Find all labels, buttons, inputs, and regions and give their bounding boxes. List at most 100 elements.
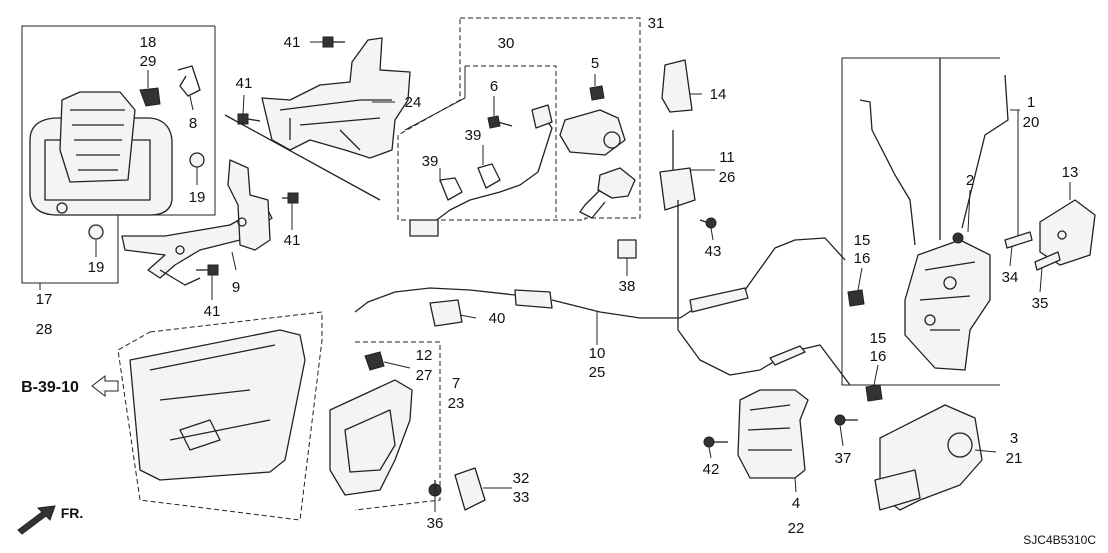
bolt-41-bottom <box>196 264 219 276</box>
label-27: 27 <box>416 367 433 384</box>
door-latch-assembly <box>904 239 991 371</box>
label-14: 14 <box>710 86 727 103</box>
label-17: 17 <box>36 291 53 308</box>
label-42: 42 <box>703 461 720 478</box>
label-15-upper: 15 <box>854 232 871 249</box>
label-19-lower: 19 <box>88 259 105 276</box>
label-41-left: 41 <box>236 75 253 92</box>
reference-arrow-icon <box>91 374 119 398</box>
group-box-3-21-frame <box>841 57 1000 386</box>
grommet-19-upper <box>189 152 205 168</box>
clip-38 <box>617 239 637 259</box>
label-22: 22 <box>788 520 805 537</box>
label-20: 20 <box>1023 114 1040 131</box>
group-box-30 <box>465 65 557 218</box>
label-8: 8 <box>189 115 197 132</box>
label-37: 37 <box>835 450 852 467</box>
clip-2 <box>952 232 964 244</box>
front-label: FR. <box>61 505 84 521</box>
front-arrow-icon <box>17 505 56 535</box>
label-10: 10 <box>589 345 606 362</box>
label-4: 4 <box>792 495 800 512</box>
label-24: 24 <box>405 94 422 111</box>
clip-40 <box>429 299 463 327</box>
clip-12-27 <box>364 351 385 371</box>
label-29: 29 <box>140 53 157 70</box>
diagram-code: SJC4B5310C <box>1023 533 1096 547</box>
label-23: 23 <box>448 395 465 412</box>
label-39-right: 39 <box>465 127 482 144</box>
door-lock-actuator-3-21 <box>874 404 983 511</box>
label-5: 5 <box>591 55 599 72</box>
label-30: 30 <box>498 35 515 52</box>
group-box-1-20 <box>1010 109 1019 241</box>
clip-8 <box>177 65 201 97</box>
grommet-19-lower <box>88 224 104 240</box>
label-32: 32 <box>513 470 530 487</box>
label-16-upper: 16 <box>854 250 871 267</box>
rod-holder-11-26 <box>659 130 696 330</box>
label-40: 40 <box>489 310 506 327</box>
label-11: 11 <box>719 149 735 166</box>
part-labels: 17 28 18 29 8 19 19 9 41 41 41 41 24 30 … <box>36 15 1079 537</box>
label-6: 6 <box>490 78 498 95</box>
label-28: 28 <box>36 321 53 338</box>
escutcheon-7-23 <box>329 379 413 496</box>
striker-13 <box>1039 199 1096 266</box>
label-13: 13 <box>1062 164 1079 181</box>
latch-protector-4-22 <box>737 389 809 479</box>
cap-32-33 <box>454 467 486 511</box>
label-25: 25 <box>589 364 606 381</box>
label-41-bottom: 41 <box>204 303 221 320</box>
cap-14 <box>661 59 693 113</box>
label-16-lower: 16 <box>870 348 887 365</box>
label-43: 43 <box>705 243 722 260</box>
label-12: 12 <box>416 347 433 364</box>
label-2: 2 <box>966 172 974 189</box>
label-15-lower: 15 <box>870 330 887 347</box>
label-39-left: 39 <box>422 153 439 170</box>
lead-30-box <box>404 66 466 131</box>
cylinder-switch-harness <box>409 104 553 237</box>
outer-handle-bracket-24 <box>224 37 411 201</box>
label-31: 31 <box>648 15 665 32</box>
clip-15-16-lower <box>865 384 883 402</box>
label-35: 35 <box>1032 295 1049 312</box>
label-7: 7 <box>452 375 460 392</box>
door-linkage-9 <box>121 159 273 286</box>
group-box-7-23 <box>354 341 441 511</box>
label-9: 9 <box>232 279 240 296</box>
leader-lines <box>39 41 1071 512</box>
key-cylinder <box>559 85 636 219</box>
clip-15-16-upper <box>847 289 865 307</box>
group-box-17-28 <box>21 25 216 284</box>
bolt-41-left <box>237 113 261 125</box>
label-1: 1 <box>1027 94 1035 111</box>
inside-handle-assembly <box>29 91 173 216</box>
screw-42 <box>703 436 728 448</box>
label-26: 26 <box>719 169 736 186</box>
latch-rods <box>859 58 1009 246</box>
label-38: 38 <box>619 278 636 295</box>
screw-37 <box>834 414 858 426</box>
label-21: 21 <box>1006 450 1023 467</box>
label-3: 3 <box>1010 430 1018 447</box>
screw-43 <box>699 217 717 229</box>
label-41-right: 41 <box>284 232 301 249</box>
clip-18-29 <box>139 87 161 107</box>
handle-base-frame <box>129 329 306 481</box>
label-33: 33 <box>513 489 530 506</box>
bolt-35 <box>1034 251 1061 271</box>
screw-36 <box>428 480 442 497</box>
label-18: 18 <box>140 34 157 51</box>
label-36: 36 <box>427 515 444 532</box>
door-cables-10-25 <box>354 237 851 386</box>
bolt-34 <box>1004 231 1033 249</box>
reference-label[interactable]: B-39-10 <box>21 379 79 396</box>
bolt-41-top <box>322 36 345 48</box>
label-34: 34 <box>1002 269 1019 286</box>
bolt-41-right <box>282 192 299 204</box>
label-19-upper: 19 <box>189 189 206 206</box>
label-41-top: 41 <box>284 34 301 51</box>
